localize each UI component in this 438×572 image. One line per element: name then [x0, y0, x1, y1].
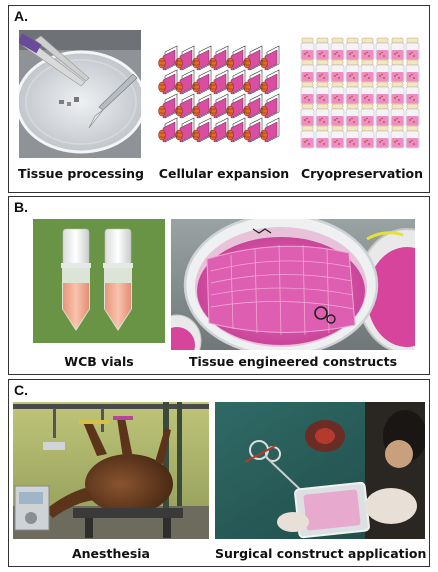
panel-a: A. Tissue processing — [8, 5, 430, 193]
surgical-application-image — [215, 402, 425, 539]
cellular-expansion-image — [155, 44, 293, 148]
caption-wcb-vials: WCB vials — [64, 354, 134, 369]
wcb-vials-image — [33, 219, 165, 343]
panel-b: B. — [8, 196, 430, 375]
panel-b-label: B. — [14, 199, 28, 215]
caption-tissue-engineered-constructs: Tissue engineered constructs — [188, 354, 398, 369]
panel-c: C. — [8, 379, 430, 567]
anesthesia-image — [13, 402, 209, 539]
tissue-construct-image — [171, 219, 415, 350]
tissue-processing-image — [19, 30, 141, 158]
panel-a-label: A. — [14, 8, 28, 24]
caption-surgical-construct-application: Surgical construct application — [215, 546, 427, 561]
caption-cryopreservation: Cryopreservation — [300, 166, 424, 181]
panel-c-label: C. — [14, 382, 28, 398]
cryopreservation-image — [299, 36, 425, 154]
caption-anesthesia: Anesthesia — [71, 546, 150, 561]
caption-cellular-expansion: Cellular expansion — [158, 166, 290, 181]
caption-tissue-processing: Tissue processing — [17, 166, 145, 181]
